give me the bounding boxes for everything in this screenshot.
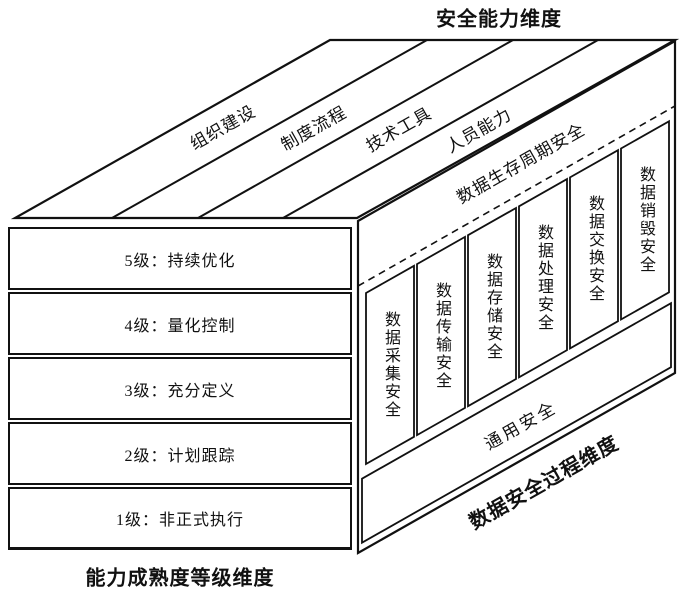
process-column-box-5 bbox=[569, 148, 619, 350]
process-column-box-6 bbox=[620, 119, 670, 322]
maturity-level-label: 3级：充分定义 bbox=[124, 382, 236, 400]
process-column-label-store: 数据存储安全 bbox=[484, 253, 501, 361]
process-column-box-1 bbox=[365, 264, 415, 466]
maturity-level-row-4: 4级：量化控制 bbox=[8, 292, 352, 355]
maturity-level-label: 1级：非正式执行 bbox=[115, 512, 244, 529]
lifecycle-dashed-separator bbox=[357, 105, 676, 287]
process-column-label-process: 数据处理安全 bbox=[535, 224, 552, 332]
process-column-box-3 bbox=[467, 206, 517, 408]
process-column-label-exchange: 数据交换安全 bbox=[586, 195, 603, 303]
maturity-level-row-1: 1级：非正式执行 bbox=[8, 487, 352, 550]
process-column-box-2 bbox=[416, 235, 466, 437]
capability-band-separator-1 bbox=[111, 39, 428, 219]
process-column-label-destroy: 数据销毁安全 bbox=[637, 166, 654, 274]
maturity-level-row-5: 5级：持续优化 bbox=[8, 227, 352, 290]
maturity-level-row-2: 2级：计划跟踪 bbox=[8, 422, 352, 485]
maturity-level-label: 5级：持续优化 bbox=[124, 252, 236, 270]
maturity-level-label: 2级：计划跟踪 bbox=[124, 447, 236, 465]
maturity-level-label: 4级：量化控制 bbox=[124, 317, 236, 335]
security-capability-dimension-title: 安全能力维度 bbox=[436, 8, 562, 31]
process-column-label-transmit: 数据传输安全 bbox=[433, 282, 450, 390]
general-security-band-box bbox=[361, 301, 672, 545]
process-column-box-4 bbox=[518, 177, 568, 379]
maturity-level-row-3: 3级：充分定义 bbox=[8, 357, 352, 420]
capability-band-separator-3 bbox=[282, 39, 599, 219]
process-column-label-collect: 数据采集安全 bbox=[382, 311, 399, 419]
maturity-level-face: 5级：持续优化 4级：量化控制 3级：充分定义 2级：计划跟踪 1级：非正式执行 bbox=[8, 227, 352, 550]
maturity-level-dimension-title: 能力成熟度等级维度 bbox=[85, 567, 275, 590]
capability-band-separator-2 bbox=[197, 39, 514, 219]
